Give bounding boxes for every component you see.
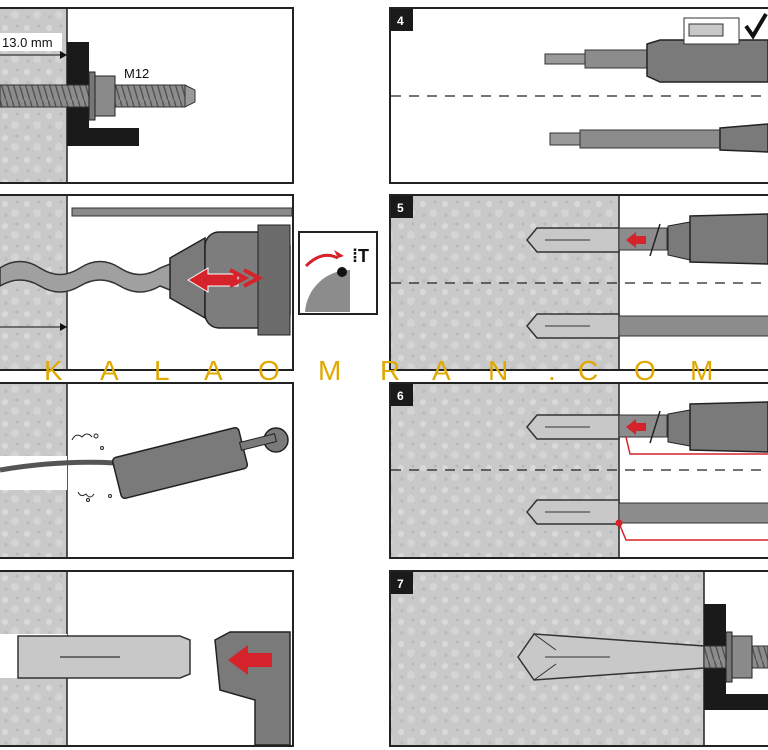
push-arrow (228, 645, 272, 675)
depth-gauge-rod (71, 207, 293, 217)
watermark-letter: K (44, 355, 63, 386)
watermark-letter: N (488, 355, 509, 386)
dust-particles (71, 433, 112, 502)
watermark-letter: O (634, 355, 656, 386)
watermark-letter: . (548, 355, 556, 386)
setting-mark-line (618, 522, 768, 541)
hammer-mode-icon: ⁞T (298, 231, 378, 315)
step-number: 5 (397, 201, 404, 215)
panel-hole-cleaning (0, 382, 294, 559)
watermark-letter: L (154, 355, 170, 386)
setting-tool-short (544, 53, 586, 65)
svg-text:⁞T: ⁞T (352, 246, 369, 266)
panel-step-4: 4 (389, 7, 768, 184)
push-arrow (626, 232, 646, 248)
hex-nut (94, 75, 116, 117)
washer (88, 71, 96, 121)
hex-nut (731, 635, 753, 679)
watermark-letter: A (100, 355, 119, 386)
thread-size-label: M12 (124, 66, 149, 81)
watermark-letter: A (432, 355, 451, 386)
step-number: 6 (397, 389, 404, 403)
panel-step-7: 7 (389, 570, 768, 747)
panel-step-5: 5 (389, 194, 768, 371)
panel-step-6: 6 (389, 382, 768, 559)
watermark-letter: M (690, 355, 714, 386)
panel-setting-anchor: 13.0 mm M12 (0, 7, 294, 184)
setting-tool-long (549, 132, 581, 146)
step-number: 7 (397, 577, 404, 591)
panel-drilling (0, 194, 294, 371)
push-arrow (626, 419, 646, 435)
blow-pump-tube (0, 459, 116, 473)
step-number: 4 (397, 14, 404, 28)
washer (725, 631, 733, 683)
watermark-letter: M (318, 355, 342, 386)
watermark-letter: A (204, 355, 223, 386)
check-icon (744, 12, 768, 40)
setting-mark-line (625, 436, 768, 455)
watermark-letter: O (258, 355, 280, 386)
dimension-label: 13.0 mm (2, 35, 53, 50)
watermark-letter: R (380, 355, 401, 386)
watermark-letter: C (578, 355, 599, 386)
panel-anchor-insertion (0, 570, 294, 747)
